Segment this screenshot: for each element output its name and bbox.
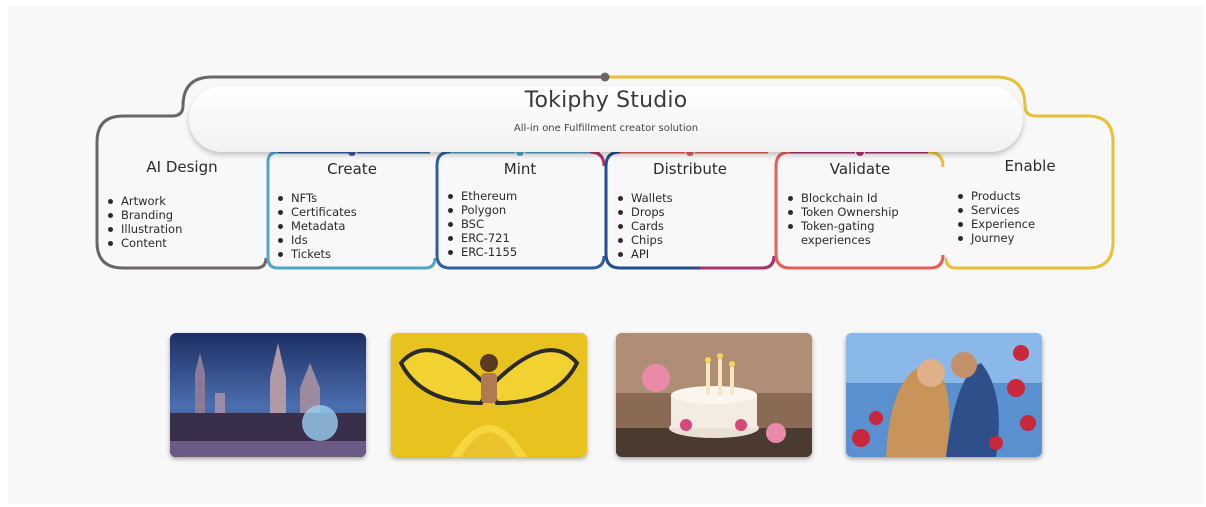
studio-banner: [189, 86, 1023, 152]
list-item: Chips: [617, 233, 673, 247]
list-item: API: [617, 247, 673, 261]
distribute-right-bottom: [700, 255, 776, 270]
list-item: Metadata: [277, 219, 357, 233]
stage-title-enable: Enable: [1004, 157, 1056, 175]
list-item: Blockchain Id: [787, 191, 927, 205]
image-couple-with-roses: [846, 333, 1042, 457]
list-item: Branding: [107, 208, 182, 222]
stage-list-ai-design: Artwork Branding Illustration Content: [107, 194, 182, 250]
stage-list-create: NFTs Certificates Metadata Ids Tickets: [277, 191, 357, 261]
list-item: Content: [107, 236, 182, 250]
stage-list-validate: Blockchain Id Token Ownership Token-gati…: [787, 191, 927, 247]
list-item: BSC: [447, 217, 517, 231]
list-item: Ethereum: [447, 189, 517, 203]
stage-list-distribute: Wallets Drops Cards Chips API: [617, 191, 673, 261]
validate-border: [774, 150, 945, 270]
list-item: ERC-721: [447, 231, 517, 245]
list-item: Drops: [617, 205, 673, 219]
list-item: Wallets: [617, 191, 673, 205]
create-border: [266, 150, 437, 270]
image-city-cathedral-night: [170, 333, 366, 457]
image-butterfly-wings-woman: [391, 333, 587, 457]
list-item: Ids: [277, 233, 357, 247]
stage-title-mint: Mint: [503, 160, 537, 178]
stage-title-ai-design: AI Design: [146, 158, 218, 176]
stage-title-distribute: Distribute: [653, 160, 727, 178]
list-item: Cards: [617, 219, 673, 233]
list-item: Token-gating experiences: [787, 219, 927, 247]
mint-right-top: [589, 150, 606, 167]
frame-top-node: [600, 72, 610, 82]
list-item: Products: [957, 189, 1035, 203]
stage-title-create: Create: [327, 160, 377, 178]
list-item: Services: [957, 203, 1035, 217]
list-item: NFTs: [277, 191, 357, 205]
list-item: Experience: [957, 217, 1035, 231]
stage-list-enable: Products Services Experience Journey: [957, 189, 1035, 245]
frame-top-yellow: [605, 75, 1115, 270]
image-birthday-cake-candles: [616, 333, 812, 457]
list-item: Illustration: [107, 222, 182, 236]
studio-title: Tokiphy Studio: [524, 88, 688, 113]
stage-list-mint: Ethereum Polygon BSC ERC-721 ERC-1155: [447, 189, 517, 259]
list-item: Journey: [957, 231, 1035, 245]
stage-title-validate: Validate: [829, 160, 891, 178]
studio-subtitle: All-in one Fulfillment creator solution: [513, 123, 699, 134]
frame-top-gray: [95, 75, 605, 270]
list-item: Polygon: [447, 203, 517, 217]
validate-right-top: [927, 150, 945, 168]
list-item: Token Ownership: [787, 205, 927, 219]
list-item: Certificates: [277, 205, 357, 219]
list-item: ERC-1155: [447, 245, 517, 259]
mint-border: [435, 150, 606, 270]
list-item: Tickets: [277, 247, 357, 261]
list-item: Artwork: [107, 194, 182, 208]
